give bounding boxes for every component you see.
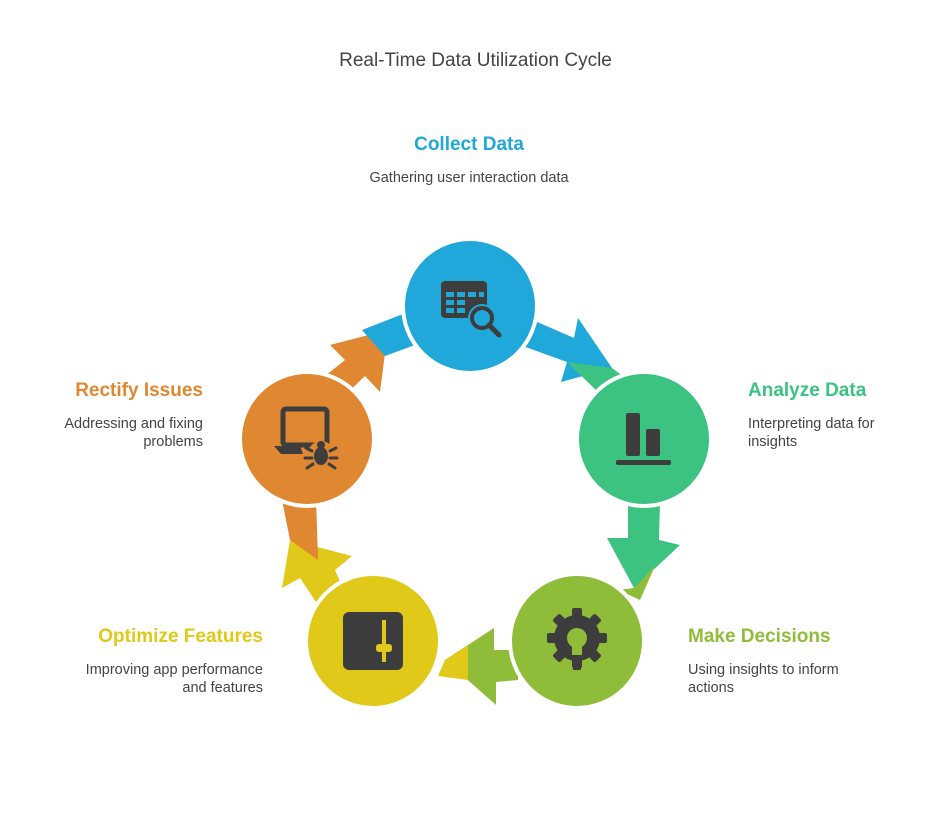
step-title-decide: Make Decisions (688, 626, 831, 647)
step-title-collect: Collect Data (414, 134, 524, 155)
gear-lightbulb-icon (547, 608, 607, 670)
screen-bug-icon (274, 406, 339, 470)
table-search-icon (441, 281, 502, 338)
step-circle-decide (508, 572, 646, 710)
step-title-optimize: Optimize Features (98, 626, 263, 647)
arrow-analyze-to-decide (607, 500, 680, 600)
step-circle-analyze (575, 370, 713, 508)
step-desc-decide: Using insights to inform actions (688, 662, 839, 696)
diagram-title: Real-Time Data Utilization Cycle (339, 50, 612, 71)
step-title-analyze: Analyze Data (748, 380, 867, 401)
slider-icon (343, 612, 403, 670)
step-desc-analyze: Interpreting data for insights (748, 416, 875, 450)
step-desc-rectify: Addressing and fixing problems (64, 416, 203, 450)
step-desc-optimize: Improving app performance and features (85, 662, 263, 696)
arrow-decide-to-optimize (438, 628, 518, 705)
step-title-rectify: Rectify Issues (75, 380, 203, 401)
step-circle-collect (401, 237, 539, 375)
step-circle-rectify (238, 370, 376, 508)
step-circle-optimize (304, 572, 442, 710)
step-desc-collect: Gathering user interaction data (369, 170, 569, 186)
bar-chart-icon (616, 413, 671, 465)
